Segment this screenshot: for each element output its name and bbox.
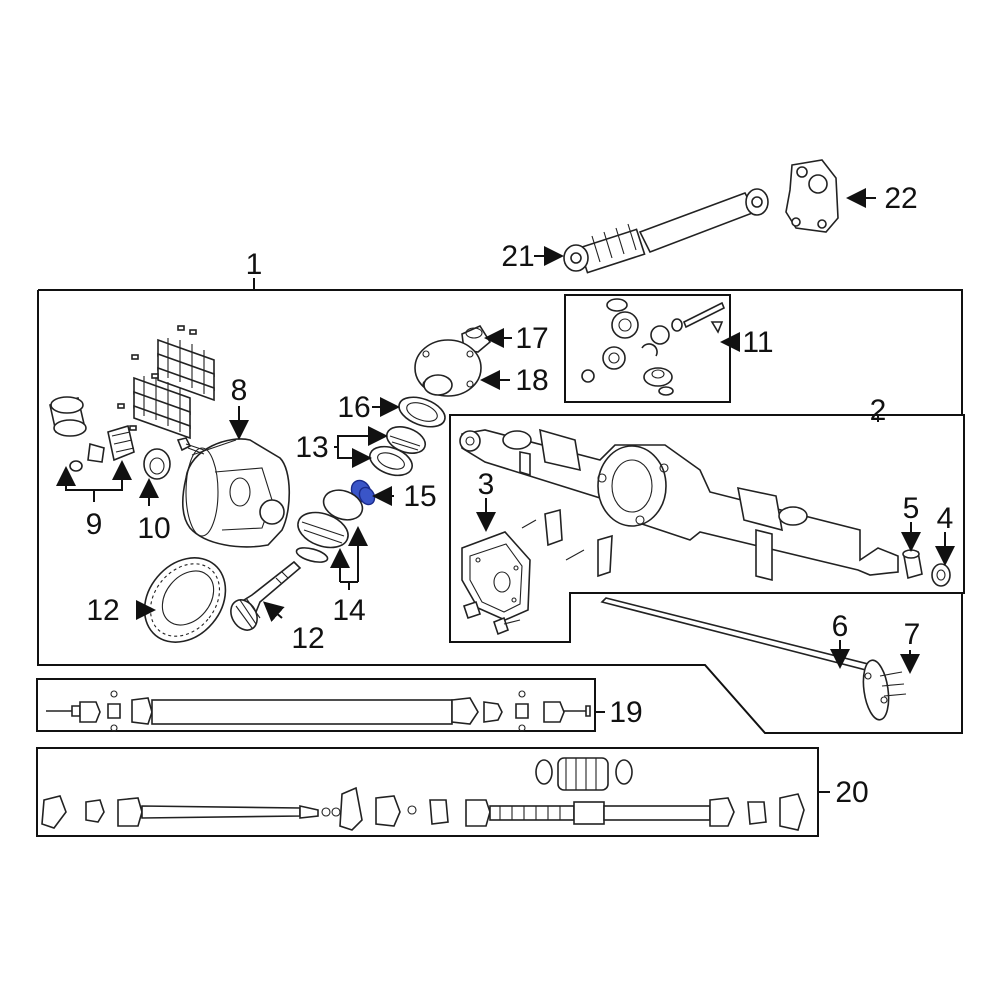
callout-14: 14 [332,594,365,627]
pinion-bearing-outer-part[interactable] [366,422,429,481]
callout-18: 18 [515,364,548,397]
diff-case-half-part[interactable] [414,339,482,397]
callout-7: 7 [904,618,921,651]
callout-15: 15 [403,480,436,513]
callout-8: 8 [231,374,248,407]
callout-12-left: 12 [86,594,119,627]
axle-seal-outer-part[interactable] [931,563,951,587]
front-drive-shaft-part[interactable] [41,786,805,831]
shock-absorber-part[interactable] [563,188,769,274]
ring-gear-part[interactable] [128,542,242,659]
slip-yoke-part[interactable] [535,757,633,791]
callout-19: 19 [609,696,642,729]
bearing-cap-part[interactable] [521,508,613,578]
side-bearing-part[interactable] [69,424,135,472]
axle-shaft-part[interactable] [600,597,892,721]
ring-gear-bolt-part[interactable] [176,437,205,455]
clutch-pack-part[interactable] [117,325,215,440]
rear-drive-shaft-part[interactable] [46,690,591,732]
callout-5: 5 [903,492,920,525]
differential-cover-part[interactable] [461,531,531,621]
callout-3: 3 [478,468,495,501]
callout-17: 17 [515,322,548,355]
callout-9: 9 [86,508,103,541]
shock-bracket-part[interactable] [785,159,839,233]
pinion-gear-part[interactable] [226,560,302,635]
callout-labels: 1 2 3 4 5 6 7 8 9 10 11 12 12 13 14 15 1… [86,182,954,809]
callout-22: 22 [884,182,917,215]
callout-16: 16 [337,391,370,424]
carrier-bearing-part[interactable] [395,392,449,433]
group-box-2 [449,414,965,643]
callout-11: 11 [742,326,773,359]
wheel-stud-part[interactable] [879,671,907,697]
leader-lines [56,188,955,793]
callout-2: 2 [870,394,887,427]
callout-6: 6 [832,610,849,643]
callout-20: 20 [835,776,868,809]
callout-10: 10 [137,512,170,545]
differential-gear-kit-part[interactable] [581,298,726,396]
callout-1: 1 [246,248,263,281]
group-box-20 [36,747,819,837]
callout-21: 21 [501,240,534,273]
axle-housing-part[interactable] [459,428,899,582]
group-box-19 [36,678,596,732]
differential-case-part[interactable] [181,438,291,548]
callout-13: 13 [295,431,328,464]
group-box-1 [38,289,963,415]
group-box-1-left [37,290,963,734]
side-bearing-cup-part[interactable] [49,396,87,437]
callout-12-right: 12 [291,622,324,655]
axle-bearing-part[interactable] [902,549,923,580]
axle-seal-part[interactable] [143,448,171,480]
cover-bolt-part[interactable] [462,600,521,636]
pinion-bearing-inner-part[interactable] [293,485,366,565]
callout-4: 4 [937,502,954,535]
